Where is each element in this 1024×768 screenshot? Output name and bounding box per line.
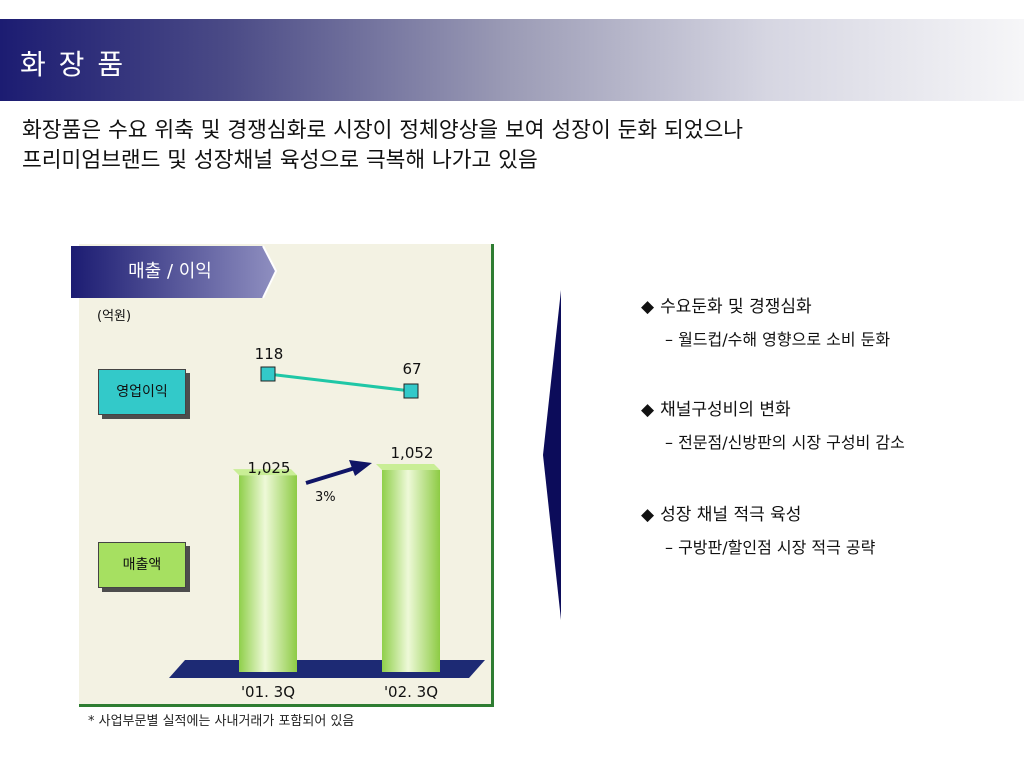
chart-title-badge-edge <box>262 245 278 299</box>
headline-line-2: 프리미엄브랜드 및 성장채널 육성으로 극복해 나가고 있음 <box>22 148 538 173</box>
diamond-icon: ◆ <box>641 400 655 420</box>
headline-line-1: 화장품은 수요 위축 및 경쟁심화로 시장이 정체양상을 보여 성장이 둔화 되… <box>22 118 744 143</box>
chart-title-label: 매출 / 이익 <box>128 261 212 282</box>
growth-arrow-head <box>349 460 372 476</box>
sales-bar-top-1 <box>376 464 440 470</box>
sales-bar-top-0 <box>233 469 297 476</box>
footnote: * 사업부문별 실적에는 사내거래가 포함되어 있음 <box>88 714 355 729</box>
bullet-sub-3: – 구방판/할인점 시장 적극 공략 <box>665 538 876 557</box>
diamond-icon: ◆ <box>641 297 655 317</box>
legend-sales: 매출액 <box>98 542 186 588</box>
bullet-item-1: ◆수요둔화 및 경쟁심화 – 월드컵/수해 영향으로 소비 둔화 <box>641 292 890 350</box>
bar-label-0: 1,025 <box>247 459 291 477</box>
bullet-head-3: 성장 채널 적극 육성 <box>660 505 802 525</box>
bullet-head-2: 채널구성비의 변화 <box>660 400 791 420</box>
bullet-sub-2: – 전문점/신방판의 시장 구성비 감소 <box>665 433 905 452</box>
x-tick-0: '01. 3Q <box>240 683 296 701</box>
page-title: 화 장 품 <box>20 48 126 81</box>
x-tick-1: '02. 3Q <box>383 683 439 701</box>
diamond-icon: ◆ <box>641 505 655 525</box>
chart-title-badge <box>71 246 276 298</box>
operating-profit-point-1 <box>403 383 419 399</box>
title-bar: 화 장 품 <box>0 19 1024 101</box>
headline: 화장품은 수요 위축 및 경쟁심화로 시장이 정체양상을 보여 성장이 둔화 되… <box>22 116 743 176</box>
point-label-0: 118 <box>254 345 284 363</box>
bullet-item-3: ◆성장 채널 적극 육성 – 구방판/할인점 시장 적극 공략 <box>641 500 875 558</box>
growth-arrow <box>305 466 356 485</box>
operating-profit-line <box>267 372 412 393</box>
growth-label: 3% <box>315 490 336 505</box>
sales-bar-1 <box>382 470 440 672</box>
bullet-head-1: 수요둔화 및 경쟁심화 <box>660 297 812 317</box>
chart-title: 매출 / 이익 <box>71 246 271 298</box>
point-label-1: 67 <box>402 360 422 378</box>
bullet-item-2: ◆채널구성비의 변화 – 전문점/신방판의 시장 구성비 감소 <box>641 395 905 453</box>
chart-unit: (억원) <box>97 309 132 324</box>
bar-label-1: 1,052 <box>390 444 434 462</box>
bullet-sub-1: – 월드컵/수해 영향으로 소비 둔화 <box>665 330 891 349</box>
sales-bar-0 <box>239 475 297 672</box>
operating-profit-point-0 <box>260 366 276 382</box>
divider-wedge <box>543 290 561 620</box>
legend-operating-profit: 영업이익 <box>98 369 186 415</box>
